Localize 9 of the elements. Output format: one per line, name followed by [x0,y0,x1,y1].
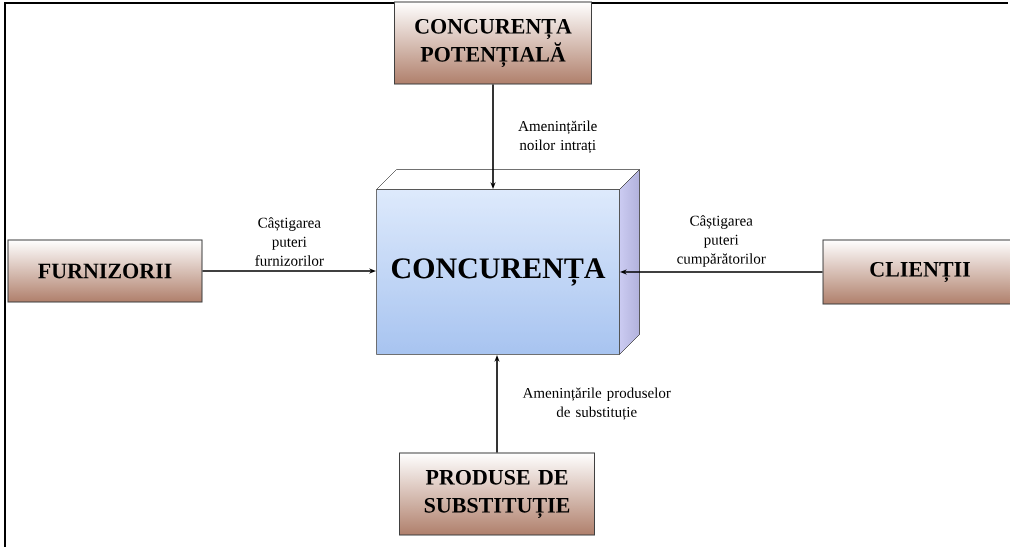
edge-label: Câștigarea puteri cumpărătorilor [677,215,766,267]
process-box: CLIENȚII [822,239,1010,305]
process-box: PRODUSE DE SUBSTITUȚIE [399,452,595,536]
process-box: CONCURENȚA POTENȚIALĂ [394,1,592,85]
edge-label: Amenințările produselor de substituție [522,387,671,420]
edge-label: Câștigarea puteri furnizorilor [255,217,324,266]
cube-box: CONCURENȚA [376,169,640,355]
process-box: FURNIZORII [7,239,203,303]
edge-label: Amenințările noilor intrați [518,120,597,154]
